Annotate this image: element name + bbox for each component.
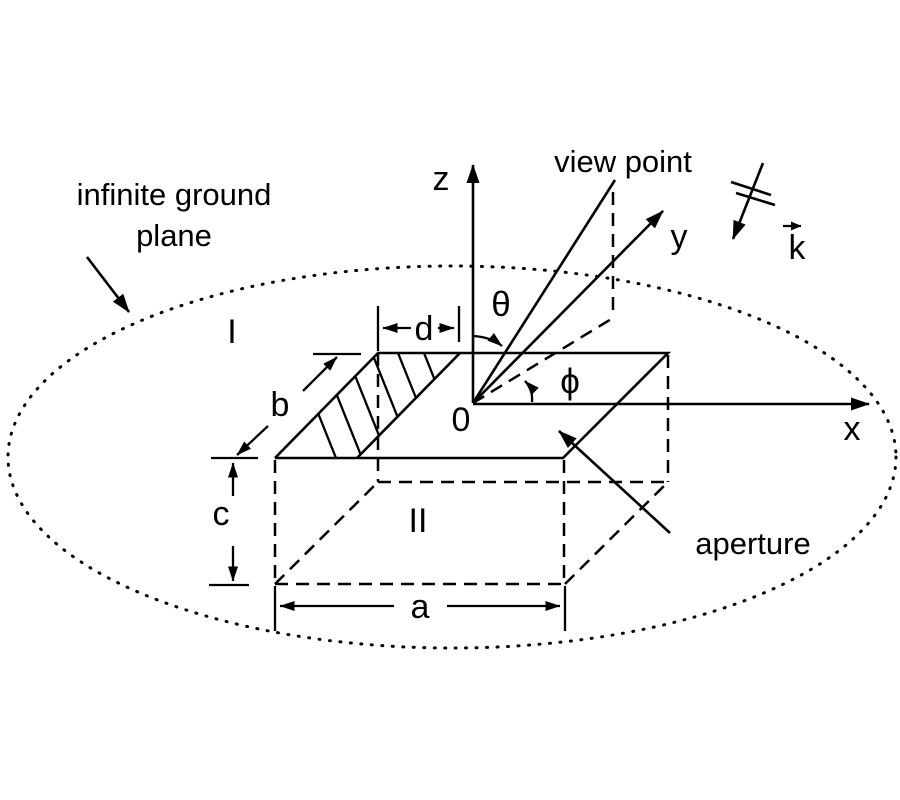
phi-arc-arrow: [524, 380, 539, 403]
hatch-line: [290, 353, 340, 458]
view-point-ray: [471, 179, 617, 404]
dimension-b: [211, 352, 361, 460]
b-arrow-upper: [302, 356, 338, 392]
slot-hatching: [290, 353, 460, 458]
b-arrow-lower: [236, 425, 269, 456]
k-vector-label: k: [789, 229, 807, 267]
hatch-line: [394, 353, 444, 458]
y-axis-label: y: [671, 218, 688, 256]
dim-c-label: c: [213, 495, 230, 533]
origin-label: 0: [452, 401, 471, 439]
k-vector-arrow: [731, 162, 765, 240]
coordinate-axes: [466, 164, 870, 411]
ground-plane-pointer-arrow: [85, 256, 131, 313]
aperture-outline: [274, 351, 672, 460]
aperture-pointer-arrow: [558, 430, 671, 534]
theta-label: θ: [491, 285, 510, 324]
ground-plane-label-line1: infinite ground: [77, 177, 272, 212]
dim-a-label: a: [411, 588, 430, 626]
wave-vector-group: [730, 162, 802, 240]
dimension-c: [209, 462, 249, 587]
view-point-projection: [472, 316, 614, 405]
dim-b-label: b: [271, 386, 290, 424]
dimension-a: [273, 586, 567, 631]
x-axis-label: x: [844, 410, 861, 448]
region-II-label: II: [409, 502, 428, 540]
cavity-bottom-left: [274, 481, 379, 585]
region-I-label: I: [227, 313, 236, 351]
dimension-d: [376, 306, 461, 351]
y-axis-arrow: [472, 210, 664, 404]
wavefront-tick-1: [730, 180, 772, 197]
ground-plane-ellipse: [6, 264, 898, 650]
dim-d-label: d: [415, 310, 434, 348]
cavity-bottom-right: [564, 481, 669, 585]
aperture-label: aperture: [695, 526, 810, 561]
z-axis-label: z: [433, 160, 450, 198]
angle-arcs: [472, 332, 539, 403]
view-point-label: view point: [554, 144, 692, 179]
wavefront-tick-2: [735, 191, 776, 207]
ground-plane-label-line2: plane: [136, 218, 212, 253]
slot-right-edge: [356, 352, 461, 459]
aperture-face: [274, 351, 672, 460]
theta-arc-arrow: [472, 332, 503, 347]
phi-label: ϕ: [560, 362, 580, 401]
cavity-hidden-edges: [273, 353, 670, 586]
